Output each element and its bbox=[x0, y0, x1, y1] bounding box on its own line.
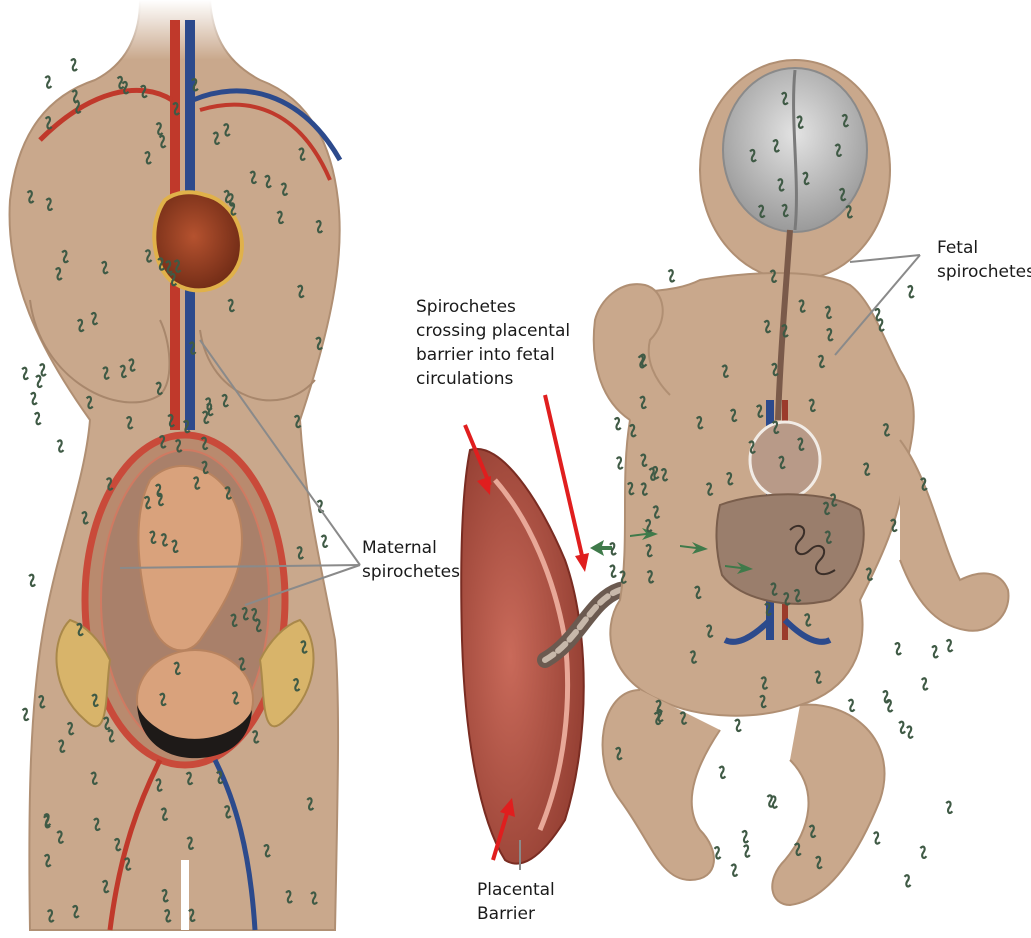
label-fetal-line-2: spirochetes bbox=[937, 260, 1031, 284]
spirochete-mark bbox=[40, 364, 46, 375]
spirochete-mark bbox=[615, 418, 621, 429]
spirochete-mark bbox=[947, 640, 953, 651]
spirochete-mark bbox=[908, 286, 914, 297]
spirochete-mark bbox=[946, 802, 952, 813]
spirochete-mark bbox=[907, 726, 913, 737]
label-maternal-spirochetes: Maternal spirochetes bbox=[362, 536, 460, 584]
spirochete-mark bbox=[920, 847, 926, 858]
spirochete-mark bbox=[31, 393, 37, 404]
spirochete-mark bbox=[36, 376, 42, 387]
leader-fetal-1 bbox=[850, 255, 920, 262]
spirochete-mark bbox=[771, 796, 777, 807]
label-crossing-line-2: crossing placental bbox=[416, 319, 570, 343]
spirochete-mark bbox=[932, 646, 938, 657]
spirochete-mark bbox=[23, 709, 29, 720]
spirochete-mark bbox=[715, 847, 721, 858]
spirochete-mark bbox=[895, 643, 901, 654]
spirochete-mark bbox=[719, 767, 725, 778]
spirochete-mark bbox=[922, 678, 928, 689]
label-crossing-line-4: circulations bbox=[416, 367, 570, 391]
spirochete-mark bbox=[669, 270, 675, 281]
label-crossing-line-1: Spirochetes bbox=[416, 295, 570, 319]
label-placental-line-2: Barrier bbox=[477, 902, 555, 926]
label-placental-barrier: Placental Barrier bbox=[477, 878, 555, 926]
label-maternal-line-1: Maternal bbox=[362, 536, 460, 560]
spirochete-mark bbox=[742, 831, 748, 842]
spirochete-mark bbox=[322, 536, 328, 547]
label-crossing-line-3: barrier into fetal bbox=[416, 343, 570, 367]
maternal-heart bbox=[154, 192, 242, 290]
spirochete-mark bbox=[731, 865, 737, 876]
spirochete-mark bbox=[735, 720, 741, 731]
spirochete-mark bbox=[744, 845, 750, 856]
spirochete-mark bbox=[57, 440, 63, 451]
fetal-liver bbox=[716, 494, 863, 604]
label-fetal-line-1: Fetal bbox=[937, 236, 1031, 260]
spirochete-mark bbox=[905, 875, 911, 886]
fetal-body bbox=[594, 60, 1009, 905]
label-fetal-spirochetes: Fetal spirochetes bbox=[937, 236, 1031, 284]
maternal-body bbox=[0, 0, 360, 930]
spirochete-mark bbox=[617, 457, 623, 468]
fetal-leg-right bbox=[772, 705, 884, 905]
spirochete-mark bbox=[22, 368, 28, 379]
fetal-heart bbox=[750, 422, 820, 498]
spirochete-mark bbox=[35, 413, 41, 424]
label-spirochetes-crossing: Spirochetes crossing placental barrier i… bbox=[416, 295, 570, 391]
spirochete-mark bbox=[899, 722, 905, 733]
spirochete-mark bbox=[610, 566, 616, 577]
spirochete-mark bbox=[849, 700, 855, 711]
spirochete-mark bbox=[45, 76, 51, 87]
label-maternal-line-2: spirochetes bbox=[362, 560, 460, 584]
spirochete-mark bbox=[71, 59, 77, 70]
spirochete-mark bbox=[29, 575, 35, 586]
label-placental-line-1: Placental bbox=[477, 878, 555, 902]
fetal-arm-right bbox=[900, 440, 1008, 631]
spirochete-mark bbox=[874, 832, 880, 843]
fetal-leg-left bbox=[603, 690, 720, 880]
